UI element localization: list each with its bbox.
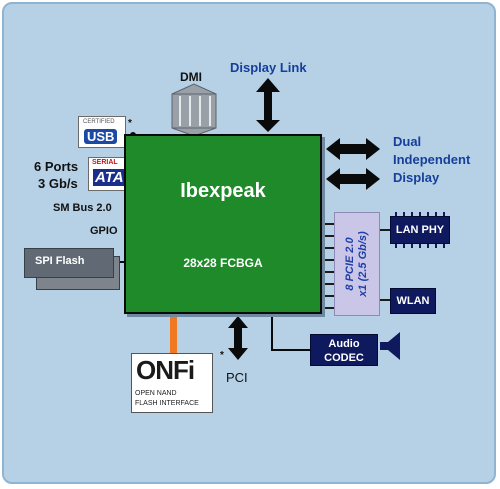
gpio-label: GPIO xyxy=(90,225,118,237)
pcie-label-line2: x1 (2.5 Gb/s) xyxy=(357,231,369,297)
usb-logo-text: USB xyxy=(84,129,118,144)
onfi-logo-text: ONFi xyxy=(136,355,195,385)
spi-flash-label: SPI Flash xyxy=(35,255,85,267)
onfi-logo-line2: FLASH INTERFACE xyxy=(135,400,199,407)
sata-ports-label: 6 Ports xyxy=(34,159,79,174)
lan-phy-label: LAN PHY xyxy=(395,224,445,236)
pci-arrow xyxy=(228,316,248,360)
dual-display-label-1: Dual xyxy=(393,134,422,149)
chip-package: 28x28 FCBGA xyxy=(183,256,263,270)
pci-label: PCI xyxy=(226,370,248,385)
chip-name: Ibexpeak xyxy=(180,180,266,202)
audio-label-line1: Audio xyxy=(328,338,360,350)
audio-link-line xyxy=(271,314,310,351)
pcie-label: 8 PCIE 2.0 x1 (2.5 Gb/s) xyxy=(344,231,370,296)
onfi-star: * xyxy=(220,350,224,361)
dmi-arrows xyxy=(171,83,217,137)
dual-display-arrows xyxy=(326,138,380,190)
ibexpeak-chip: Ibexpeak 28x28 FCBGA xyxy=(124,134,322,314)
wlan-block: WLAN xyxy=(390,288,436,314)
sata-logo-top: SERIAL xyxy=(92,159,118,166)
dual-display-label-2: Independent xyxy=(393,152,471,167)
audio-codec-block: Audio CODEC xyxy=(310,334,378,366)
pcie-lanes xyxy=(324,223,390,309)
wlan-label: WLAN xyxy=(396,295,430,307)
sata-logo: SERIAL ATA xyxy=(88,157,126,191)
dual-display-label-3: Display xyxy=(393,170,440,185)
sata-speed-label: 3 Gb/s xyxy=(38,176,78,191)
onfi-logo: ONFi OPEN NAND FLASH INTERFACE xyxy=(131,353,213,413)
smbus-label: SM Bus 2.0 xyxy=(53,202,112,214)
spi-flash-chip: SPI Flash xyxy=(24,248,114,278)
lan-phy-block: LAN PHY xyxy=(390,216,450,244)
usb-logo-top: CERTIFIED xyxy=(83,119,115,125)
pcie-block: 8 PCIE 2.0 x1 (2.5 Gb/s) xyxy=(334,212,380,316)
onfi-link-line xyxy=(170,314,177,354)
display-link-arrow xyxy=(256,78,280,132)
onfi-logo-line1: OPEN NAND xyxy=(135,390,177,397)
display-link-label: Display Link xyxy=(230,60,307,75)
usb-star: * xyxy=(128,118,132,129)
pcie-label-line1: 8 PCIE 2.0 xyxy=(344,237,356,291)
audio-label-line2: CODEC xyxy=(324,352,364,364)
dmi-label: DMI xyxy=(180,70,202,84)
usb-logo: CERTIFIED USB xyxy=(78,116,126,148)
sata-logo-text: ATA xyxy=(93,169,125,186)
speaker-icon xyxy=(380,332,400,360)
